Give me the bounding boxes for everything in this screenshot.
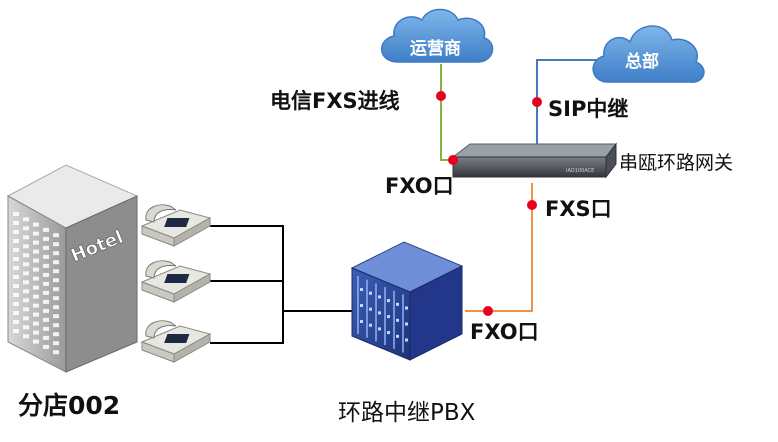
cloud-headquarters xyxy=(592,25,705,83)
telephone-top xyxy=(140,204,212,247)
telecom-fxs-label: 电信FXS进线 xyxy=(270,89,400,113)
gateway-fxs-label: FXS口 xyxy=(545,197,612,221)
hotel-building: Hotel xyxy=(6,164,139,373)
connection-lines xyxy=(210,59,604,344)
cloud-operator-label: 运营商 xyxy=(410,39,461,59)
dot-telecom-line xyxy=(436,91,446,101)
sip-trunk-label: SIP中继 xyxy=(548,97,629,121)
branch-name-label: 分店002 xyxy=(18,391,121,420)
pbx-name-label: 环路中继PBX xyxy=(338,400,476,426)
telephone-middle xyxy=(140,260,212,303)
telecom-line xyxy=(440,64,453,161)
dot-sip-line xyxy=(532,97,542,107)
sip-line xyxy=(536,59,604,150)
cloud-operator xyxy=(381,8,494,63)
gateway-name-label: 串瓯环路网关 xyxy=(619,152,734,174)
dot-gateway-fxo xyxy=(448,155,458,165)
phone-line-bot xyxy=(210,311,284,344)
fxs-line xyxy=(465,183,533,312)
cloud-headquarters-label: 总部 xyxy=(625,52,659,72)
pbx-cabinet xyxy=(350,241,464,361)
gateway-model-text: IAD100ACE xyxy=(566,168,594,174)
gateway-device: IAD100ACE xyxy=(451,142,618,179)
phone-line-top xyxy=(210,225,284,311)
telephone-bottom xyxy=(140,320,212,363)
gateway-fxo-label: FXO口 xyxy=(385,174,454,198)
pbx-fxo-label: FXO口 xyxy=(470,320,539,344)
dot-pbx-fxo xyxy=(483,306,493,316)
dot-gateway-fxs xyxy=(527,200,537,210)
port-dots xyxy=(436,91,542,316)
